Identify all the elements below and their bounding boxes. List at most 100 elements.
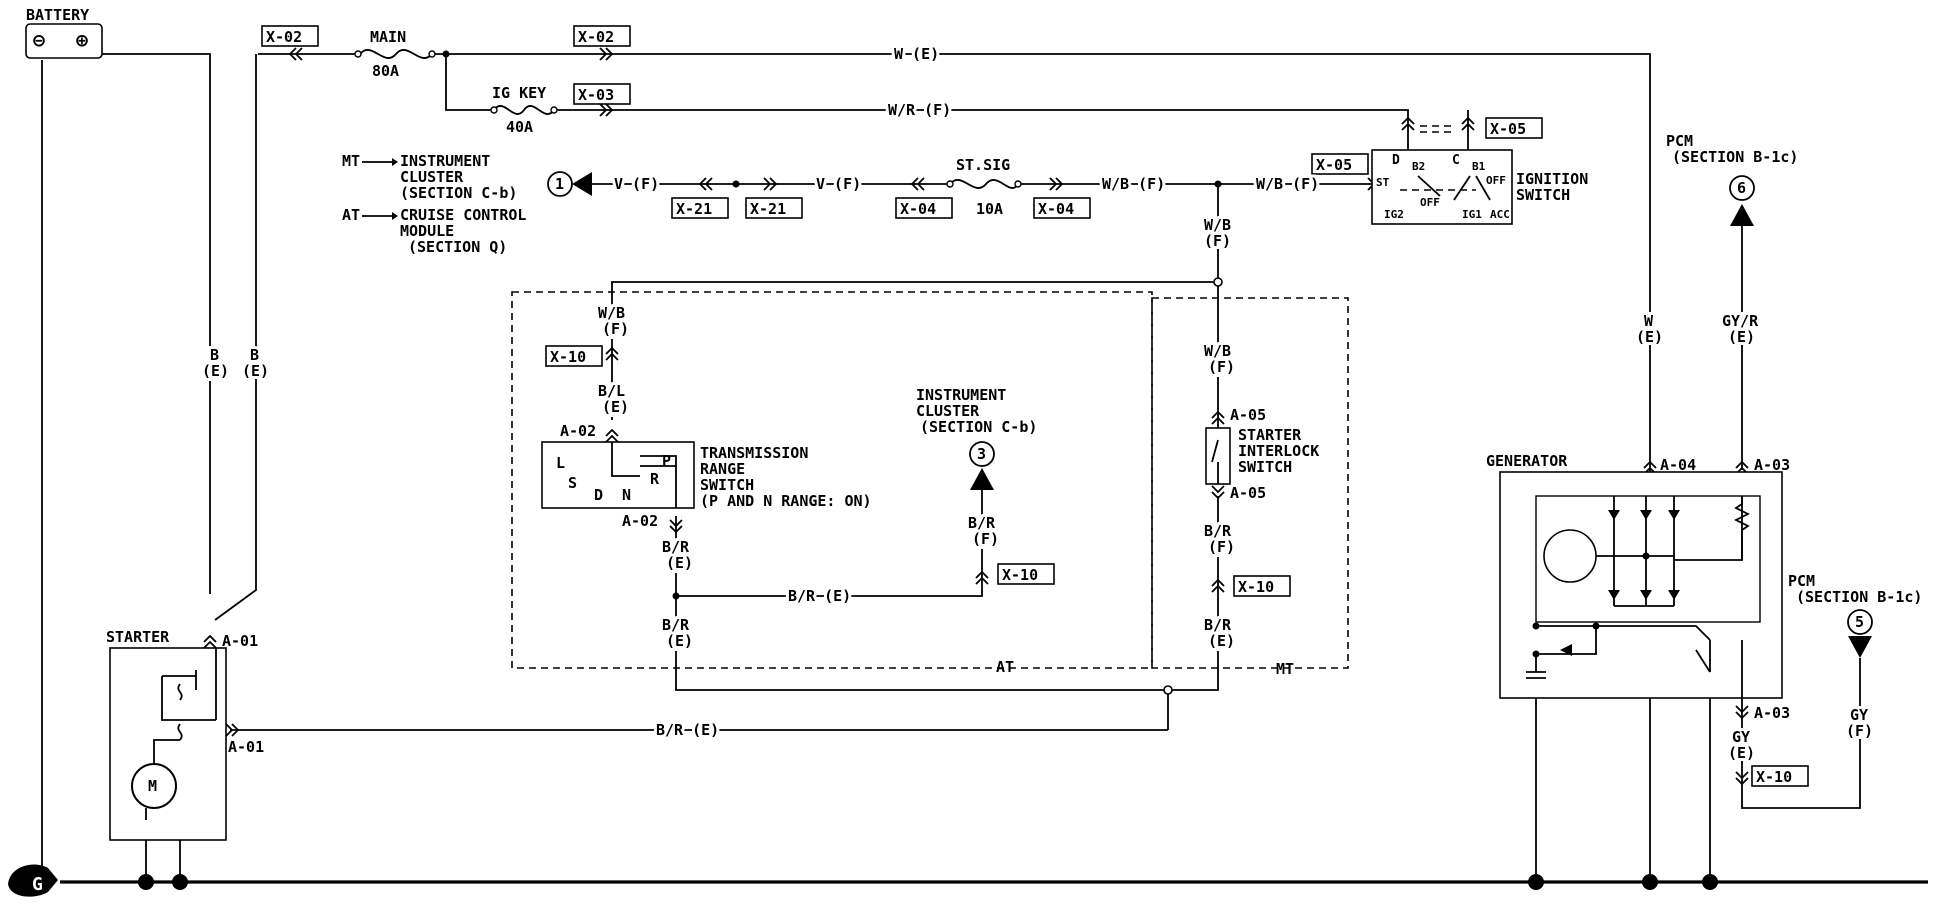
ground-icon [8,864,58,897]
reference-markers: 1 3 6 5 [547,171,1873,680]
connector-x10b: X-10 [1002,566,1038,584]
at-note: AT [342,206,360,224]
mt-arrow-head-icon [392,158,398,166]
chevron-icon-x10d [1735,771,1749,786]
wire-br-e-h2-label: B/R (E) [656,721,719,739]
wire-wb-f-v2-1: W/B [598,304,625,322]
generator: GENERATOR [1486,452,1783,700]
wire-labels: W (E) W/R (F) V (F) V (F) W/B (F) W/B (F… [199,42,1876,765]
ground-label: G [32,874,43,895]
wire-gy-e-2: (E) [1728,744,1755,762]
ref-6: 6 [1737,179,1746,197]
ground-node-3 [1528,874,1544,890]
wire-br-e-v3-2: (E) [1208,632,1235,650]
ign-term-ig1: IG1 [1462,208,1482,221]
instrument-cluster: INSTRUMENT CLUSTER (SECTION C-b) [916,386,1037,436]
connector-x21b: X-21 [750,200,786,218]
trs-label-2: RANGE [700,460,745,478]
chevron-icon-x04a [910,177,925,191]
stator-icon [1543,529,1597,583]
connector-x02b: X-02 [578,28,614,46]
chevron-icon-a05b [1211,485,1225,500]
notes: MT INSTRUMENT CLUSTER (SECTION C-b) AT C… [342,152,526,256]
wire-br-e-v1-1: B/R [662,538,690,556]
ignition-link [1420,125,1456,133]
ign-term-off2: OFF [1486,174,1506,187]
fuse-stsig-rating: 10A [976,200,1003,218]
chevron-icon-x02b [599,47,614,61]
wire-wb-f-h2: W/B (F) [1256,175,1319,193]
interlock-label-3: SWITCH [1238,458,1292,476]
chevron-icon-x10a [605,346,619,361]
generator-body [1499,471,1783,699]
starter: STARTER M [106,628,227,841]
connector-x05b: X-05 [1316,156,1352,174]
wire-w-e-v-2: (E) [1636,328,1663,346]
conn-box-x02a [261,25,319,47]
connector-x04b: X-04 [1038,200,1074,218]
generator-resistor [1733,496,1751,560]
battery-minus-icon: ⊖ [33,28,45,52]
wire-igkey-branch [445,54,492,111]
wire-b-e-2 [214,54,257,621]
trs-label-1: TRANSMISSION [700,444,808,462]
mt-note-line3: (SECTION C-b) [400,184,517,202]
sections: AT MT [511,291,1349,678]
fuse-main-name: MAIN [370,28,406,46]
mt-note-line2: CLUSTER [400,168,464,186]
wire-wb-f-v2-2: (F) [602,320,629,338]
conn-box-x03 [573,83,631,105]
connector-boxes: X-02 X-02 X-03 X-05 X-05 X-21 X-21 X-04 … [261,25,1809,787]
connector-x10a: X-10 [550,348,586,366]
pcm-labels: PCM (SECTION B-1c) PCM (SECTION B-1c) [1666,132,1922,606]
connector-x21a: X-21 [676,200,712,218]
trs-pos-n: N [622,486,631,504]
chevron-icon-x21b [763,177,778,191]
fuse-main-term-a [354,50,362,58]
wire-wb-f-v3-1: W/B [1204,342,1231,360]
wire-br-e-h1 [676,576,983,597]
starter-body [109,647,227,841]
starter-solenoid [161,648,217,741]
section-mt-label: MT [1276,660,1294,678]
connector-x03: X-03 [578,86,614,104]
ref-circle-6 [1729,175,1755,201]
chevron-icon-a01b [225,723,240,737]
wire-battery-positive [100,53,211,590]
ref-5: 5 [1855,613,1864,631]
junction-wb [1214,180,1222,188]
starter-label: STARTER [106,628,170,646]
arrow-up-icon [970,468,994,490]
chevron-icon-a01a [203,634,217,649]
at-arrow-head-icon [392,212,398,220]
fuse-main-icon [359,49,433,59]
fuse-igkey-rating: 40A [506,118,533,136]
ref-1: 1 [555,175,564,193]
conn-box-x21b [745,197,803,219]
connector-a01a: A-01 [222,632,258,650]
generator-label: GENERATOR [1486,452,1568,470]
wire-wr-f: W/R (F) [888,101,951,119]
battery-body [25,23,103,59]
conn-box-x10b [997,563,1055,585]
chevron-icon-a02a [605,428,619,443]
ignition-switch: D C B2 B1 OFF OFF ST IG2 IG1 ACC IGNITIO… [1371,110,1588,225]
pcm-top-label-2: (SECTION B-1c) [1672,148,1798,166]
fuse-main-term-b [428,50,436,58]
at-note-line3: (SECTION Q) [408,238,507,256]
connector-x02a: X-02 [266,28,302,46]
fuse-stsig-term-a [946,180,954,188]
gen-junction-1 [1532,622,1540,630]
conn-box-x10d [1751,765,1809,787]
chevron-icon-x21a [698,177,713,191]
ref-circle-5 [1847,609,1873,635]
connector-x10c: X-10 [1238,578,1274,596]
chevron-icon-x02a [288,47,303,61]
interlock-label-1: STARTER [1238,426,1302,444]
diode-icon-regulator [1560,644,1572,656]
wire-w-e: W (E) [894,45,939,63]
conn-box-x21a [671,197,729,219]
wire-w-e-v-1: W [1644,312,1654,330]
ignition-switch-label-1: IGNITION [1516,170,1588,188]
wire-gy-e-1: GY [1732,728,1750,746]
